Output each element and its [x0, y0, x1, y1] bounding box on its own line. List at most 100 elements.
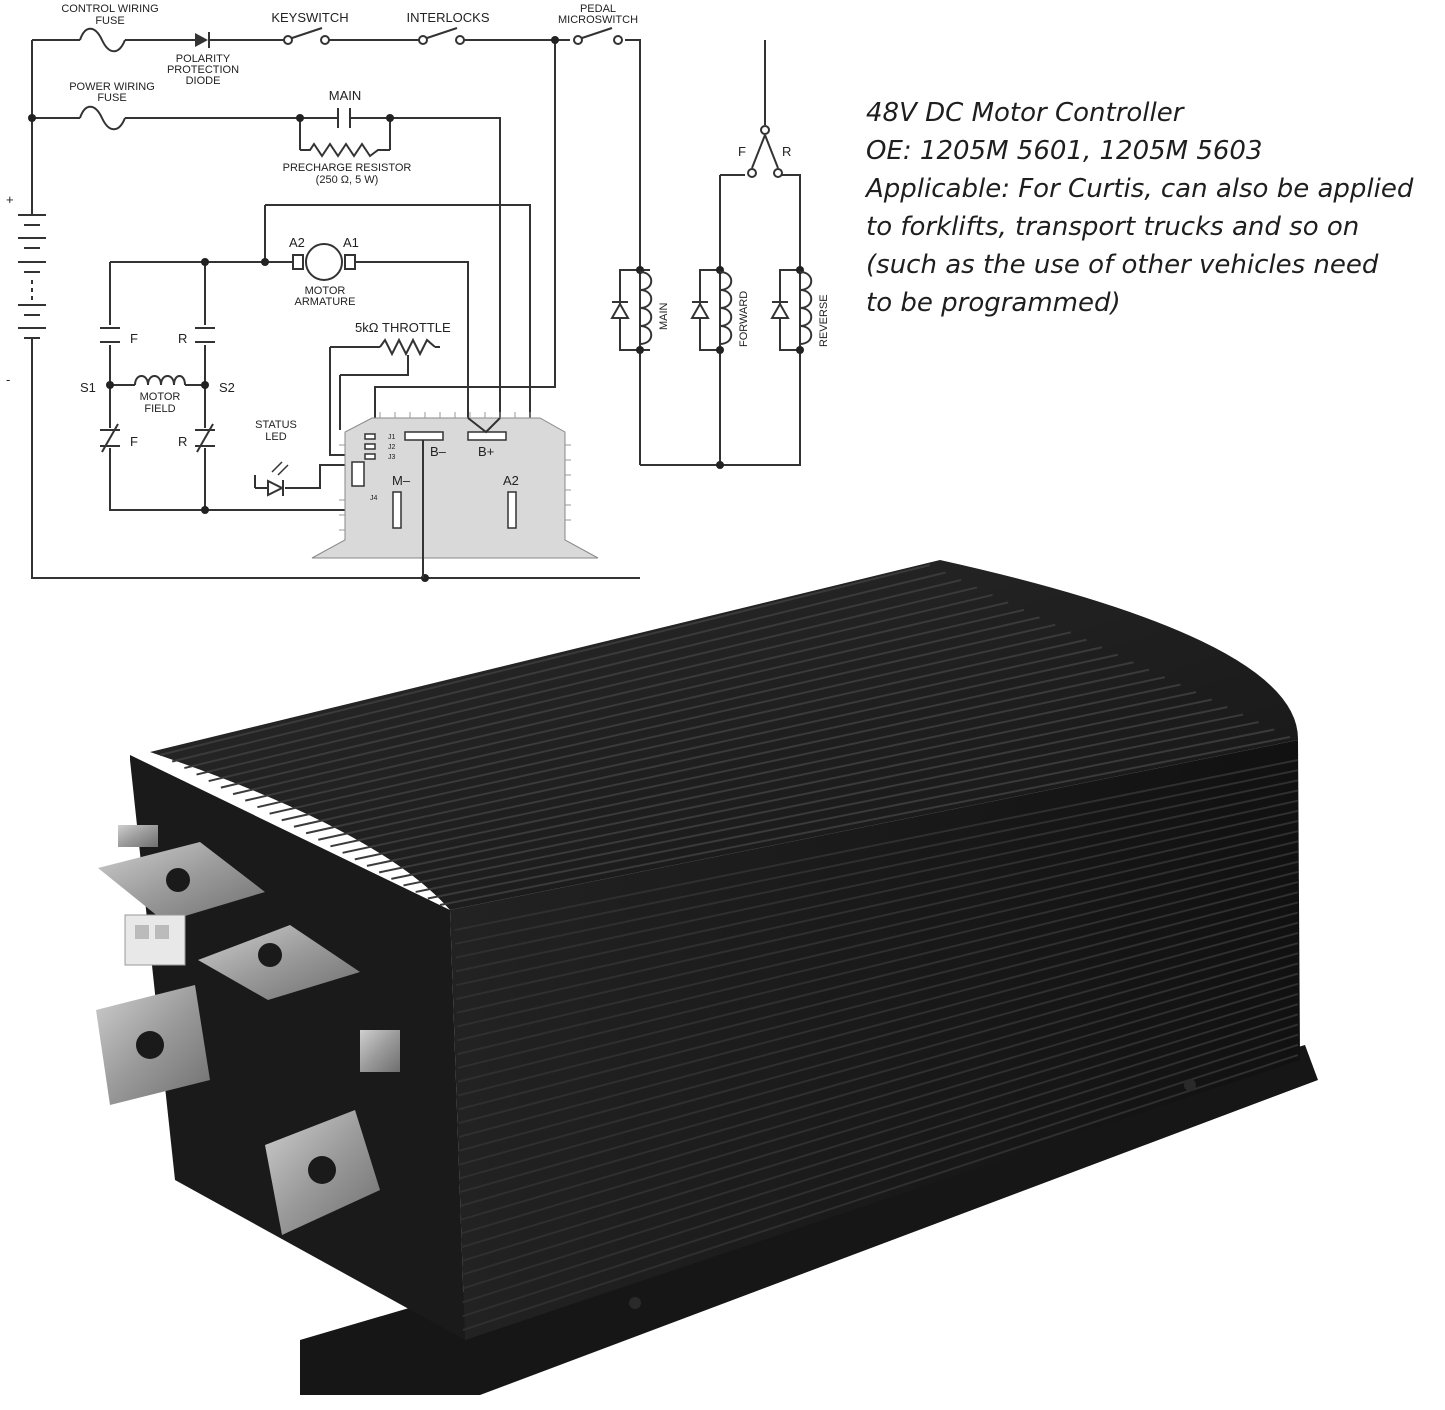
heatsink-fin	[455, 789, 1299, 973]
heatsink-fin	[415, 721, 1259, 893]
heatsink-fin	[196, 586, 978, 776]
heatsink-fin	[378, 698, 1212, 874]
spec-line-title: 48V DC Motor Controller	[866, 98, 1184, 128]
interlocks-label: INTERLOCKS	[406, 10, 489, 25]
terminal-a2	[265, 1110, 380, 1235]
a2-terminal-label: A2	[503, 473, 519, 488]
terminal-bplus	[98, 842, 265, 922]
heatsink-fin	[305, 653, 1119, 835]
heatsink-fin	[461, 1013, 1299, 1276]
heatsink-fin	[439, 736, 1291, 906]
s2-label: S2	[219, 380, 235, 395]
heatsink-fin	[460, 972, 1299, 1221]
r-nc-contact-label: R	[178, 434, 187, 449]
heatsink-fin	[459, 931, 1299, 1166]
heatsink-fin	[462, 1054, 1299, 1331]
keyswitch-label: KEYSWITCH	[271, 10, 348, 25]
heatsink-fin	[460, 982, 1299, 1235]
heatsink-fin	[460, 962, 1299, 1207]
heatsink-fin	[455, 799, 1299, 987]
j2-label: J2	[388, 444, 396, 451]
heatsink-fin	[459, 952, 1299, 1194]
motor-controller-photo	[96, 560, 1318, 1395]
f-nc-contact-label: F	[130, 434, 138, 449]
signal-connector	[124, 914, 186, 966]
heatsink-fin	[457, 860, 1299, 1069]
heatsink-fin	[403, 713, 1244, 887]
housing-side	[450, 740, 1300, 1340]
m-minus-label: M–	[392, 473, 411, 488]
heatsink-fin	[293, 646, 1103, 828]
coil-forward-label: FORWARD	[738, 291, 750, 347]
heatsink-fin	[318, 661, 1134, 841]
r-switch-label: R	[782, 144, 791, 159]
battery-minus-label: -	[6, 372, 10, 387]
heatsink-fin	[208, 593, 993, 783]
terminal-bminus	[198, 925, 360, 1000]
coil-main-label: MAIN	[658, 302, 670, 330]
heatsink-fin	[461, 1003, 1299, 1262]
heatsink-fin	[458, 901, 1299, 1125]
f-switch-label: F	[738, 144, 746, 159]
heatsink-fin	[427, 728, 1275, 900]
terminal-mminus	[96, 985, 210, 1105]
spec-line-5: (such as the use of other vehicles need	[866, 250, 1379, 280]
precharge-label: PRECHARGE RESISTOR(250 Ω, 5 W)	[283, 162, 412, 186]
heatsink-fin	[269, 631, 1072, 815]
coil-reverse-label: REVERSE	[818, 294, 830, 347]
heatsink-fin	[244, 616, 1040, 802]
heatsink-fin	[459, 942, 1299, 1180]
heatsink-fin	[455, 769, 1299, 945]
r-contact-label: R	[178, 331, 187, 346]
heatsink-fin	[461, 993, 1299, 1249]
main-label: MAIN	[329, 88, 362, 103]
heatsink-fin	[458, 891, 1299, 1111]
heatsink-fin	[330, 668, 1150, 848]
heatsink-fin	[454, 759, 1299, 931]
heatsink-fin	[184, 578, 962, 770]
heatsink-fin	[342, 676, 1165, 854]
s1-label: S1	[80, 380, 96, 395]
b-minus-label: B–	[430, 444, 447, 459]
j4-label: J4	[370, 495, 378, 502]
heatsink-fin	[456, 809, 1299, 1000]
heatsink-fin	[220, 601, 1009, 789]
heatsink-fin	[458, 911, 1299, 1138]
heatsink-fin	[456, 840, 1299, 1042]
heatsink-fin	[462, 1043, 1299, 1318]
j3-label: J3	[388, 454, 396, 461]
heatsink-fin	[457, 870, 1299, 1083]
heatsink-fin	[366, 691, 1197, 867]
spec-line-oe: OE: 1205M 5601, 1205M 5603	[866, 136, 1263, 166]
heatsink-fin	[354, 683, 1181, 861]
b-plus-label: B+	[478, 444, 494, 459]
heatsink-fin	[257, 623, 1056, 809]
heatsink-fin	[455, 779, 1299, 959]
throttle-label: 5kΩ THROTTLE	[355, 320, 451, 335]
heatsink-fin	[281, 638, 1087, 822]
heatsink-fin	[391, 706, 1228, 880]
heatsink-fin	[461, 1023, 1299, 1290]
heatsink-fin	[232, 608, 1025, 796]
heatsink-fin	[457, 850, 1299, 1056]
product-specs: 48V DC Motor Controller OE: 1205M 5601, …	[866, 94, 1441, 322]
a1-label: A1	[343, 235, 359, 250]
battery-plus-label: +	[6, 192, 14, 207]
j1-label: J1	[388, 434, 396, 441]
spec-line-4: to forklifts, transport trucks and so on	[866, 212, 1360, 242]
a2-label: A2	[289, 235, 305, 250]
heatsink-fin	[462, 1033, 1299, 1304]
heatsink-fin	[159, 564, 931, 756]
heatsink-fin	[459, 921, 1299, 1152]
heatsink-fin	[456, 830, 1299, 1028]
heatsink-fin	[458, 881, 1299, 1097]
heatsink-fin	[456, 820, 1299, 1014]
